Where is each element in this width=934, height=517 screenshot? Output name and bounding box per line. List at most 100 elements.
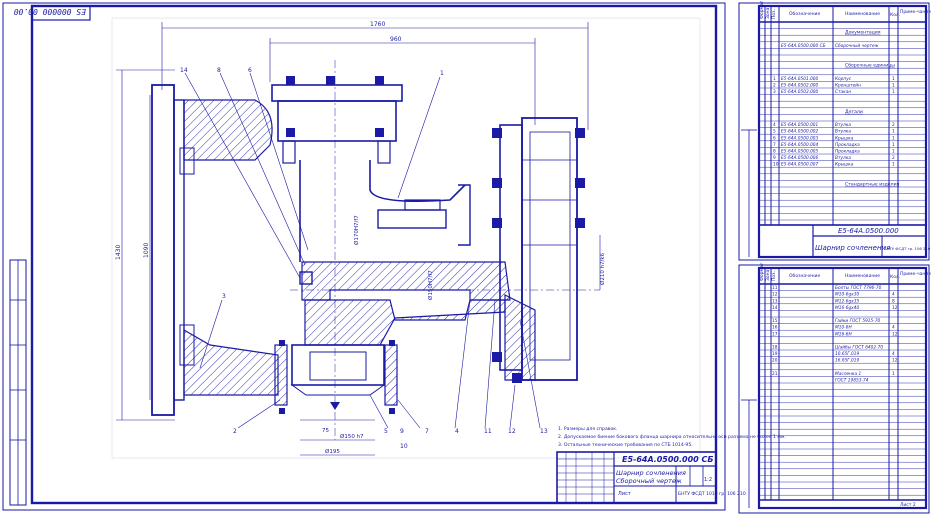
note-3: 3. Остальные технические требования по С… <box>558 442 693 448</box>
note-2: 2. Допускаемое биение бокового фланца ша… <box>558 434 786 440</box>
spec1-pos: 8 <box>773 149 776 155</box>
spec1-pos: 4 <box>773 122 776 128</box>
spec1-oboz: Е5-64А.0501.000 <box>781 76 819 82</box>
spec1-qty: 2 <box>892 122 895 128</box>
spec2-pos: 19 <box>772 351 778 357</box>
spec2-name: Масленка 1 <box>835 371 861 377</box>
spec2-name: М10-6Н <box>835 325 852 331</box>
callout-3: 3 <box>222 293 226 300</box>
leader-lines <box>184 72 541 429</box>
spec1-name: Стакан <box>835 89 851 95</box>
spec1-name: Сборочный чертеж <box>835 43 879 49</box>
callout-7: 7 <box>425 428 429 435</box>
spec2-h-pos: Поз. <box>771 271 777 281</box>
title-name-1: Шарнир сочленения <box>616 469 686 477</box>
spec2-name: Болты ГОСТ 7796-70 <box>835 285 882 291</box>
corner-stamp: ES 000000 00.00 <box>14 5 91 21</box>
spec2-pos: 15 <box>772 318 778 324</box>
spec1-oboz: Е5-64А.0500.006 <box>781 155 819 161</box>
spec2-qty: 12 <box>892 331 898 337</box>
spec1-qty: 1 <box>892 135 895 141</box>
spec1-header: Формат Зона Поз. Обозначение Наименовани… <box>759 0 931 19</box>
spec2-qty: 1 <box>892 371 895 377</box>
spec-sheet-1: Формат Зона Поз. Обозначение Наименовани… <box>738 0 931 261</box>
spec1-title-name: Шарнир сочленения <box>815 244 890 252</box>
dim-bottom-2: Ø150 h7 <box>340 433 364 440</box>
technical-notes: 1. Размеры для справок. 2. Допускаемое б… <box>558 426 786 448</box>
spec1-qty: 1 <box>892 83 895 89</box>
top-dimensions: 1760 960 <box>161 21 589 130</box>
spec1-title-designation: Е5-64А.0500.000 <box>838 227 899 235</box>
spec1-name: Втулка <box>835 122 851 128</box>
callout-14: 14 <box>180 67 188 74</box>
main-sheet: ES 000000 00.00 1760 960 1430 1090 <box>2 2 786 511</box>
spec2-pos: 16 <box>772 325 778 331</box>
spec2-name: Шайбы ГОСТ 6402-70 <box>835 345 883 351</box>
horizontal-shaft <box>290 261 600 346</box>
spec1-h-oboz: Обозначение <box>789 11 820 17</box>
spec2-pos: 18 <box>772 345 778 351</box>
title-scale: 1:2 <box>704 477 712 483</box>
spec2-pos: 17 <box>772 331 778 337</box>
spec1-oboz: Е5-64А.0500.005 <box>781 149 819 155</box>
spec1-title-block: Е5-64А.0500.000 Шарнир сочленения БНТУ Ф… <box>758 224 931 258</box>
left-dimensions: 1430 1090 <box>115 69 175 421</box>
corner-stamp-text: ES 000000 00.00 <box>14 7 86 16</box>
spec2-pos: 21 <box>772 371 778 377</box>
spec1-section-standard: Стандартные изделия <box>845 182 900 188</box>
spec1-name: Втулка <box>835 155 851 161</box>
title-org: БНТУ ФСДТ 1019 гр. 106 210 <box>678 491 746 497</box>
spec1-name: Корпус <box>835 76 852 82</box>
spec1-h-qty: Кол. <box>890 12 900 18</box>
spec1-pos: 7 <box>773 142 776 148</box>
spec2-pos: 11 <box>772 285 778 291</box>
callout-6: 6 <box>248 67 252 74</box>
spec1-h-pos: Поз. <box>771 9 777 19</box>
callout-4: 4 <box>455 428 459 435</box>
spec1-h-name: Наименование <box>845 11 880 17</box>
callout-11: 11 <box>484 428 492 435</box>
vertical-column <box>299 60 471 440</box>
dim-left-inner: 1090 <box>143 243 150 258</box>
spec1-oboz: Е5-64А.0500.003 <box>781 135 819 141</box>
spec2-h-qty: Кол. <box>890 274 900 280</box>
spec2-name: 16.65Г.019 <box>835 358 860 364</box>
spec1-pos: 2 <box>773 83 776 89</box>
spec2-name: ГОСТ 19853-74 <box>835 378 869 384</box>
spec2-name: М16-6gх40 <box>835 305 859 311</box>
spec1-oboz: Е5-64А.0500.007 <box>781 162 819 168</box>
spec2-h-zone: Зона <box>765 269 771 281</box>
callout-12: 12 <box>508 428 516 435</box>
callout-9: 9 <box>400 428 404 435</box>
dim-vertical-3: Ø210 h7/k6 <box>599 252 606 285</box>
spec1-name: Втулка <box>835 129 851 135</box>
callout-labels: 14 8 6 1 3 2 5 9 10 4 11 12 13 7 <box>180 67 548 450</box>
title-name-2: Сборочный чертеж <box>616 477 682 485</box>
spec2-qty: 12 <box>892 305 898 311</box>
spec1-pos: 3 <box>773 89 776 95</box>
spec1-oboz: Е5-64А.0500.004 <box>781 142 819 148</box>
spec1-title-org: БНТУ ФСДТ гр. 106 210 <box>884 246 931 251</box>
spec2-qty: 4 <box>892 351 895 357</box>
spec1-oboz: Е5-64А.0500.002 <box>781 129 819 135</box>
top-housing <box>271 76 403 164</box>
spec2-name: М10-6gх30 <box>835 292 859 298</box>
spec2-name: М16-6Н <box>835 331 852 337</box>
dim-left-overall: 1430 <box>115 245 122 260</box>
spec2-pos: 12 <box>772 292 778 298</box>
lower-arm <box>179 324 279 396</box>
spec1-qty: 1 <box>892 89 895 95</box>
dim-top-overall: 1760 <box>370 21 385 28</box>
spec1-oboz: Е5-64А.0502.000 <box>781 83 819 89</box>
spec1-name: Кронштейн <box>835 83 861 89</box>
lower-bearing <box>274 340 398 456</box>
spec1-name: Крышка <box>835 135 854 141</box>
dim-vertical-1: Ø170H7/f7 <box>353 215 360 245</box>
left-flange <box>151 84 185 416</box>
callout-5: 5 <box>384 428 388 435</box>
spec2-qty: 4 <box>892 325 895 331</box>
spec1-section-documentation: Документация <box>845 30 881 36</box>
spec2-pos: 20 <box>772 358 778 364</box>
spec2-name: М12-6gх35 <box>835 298 859 304</box>
